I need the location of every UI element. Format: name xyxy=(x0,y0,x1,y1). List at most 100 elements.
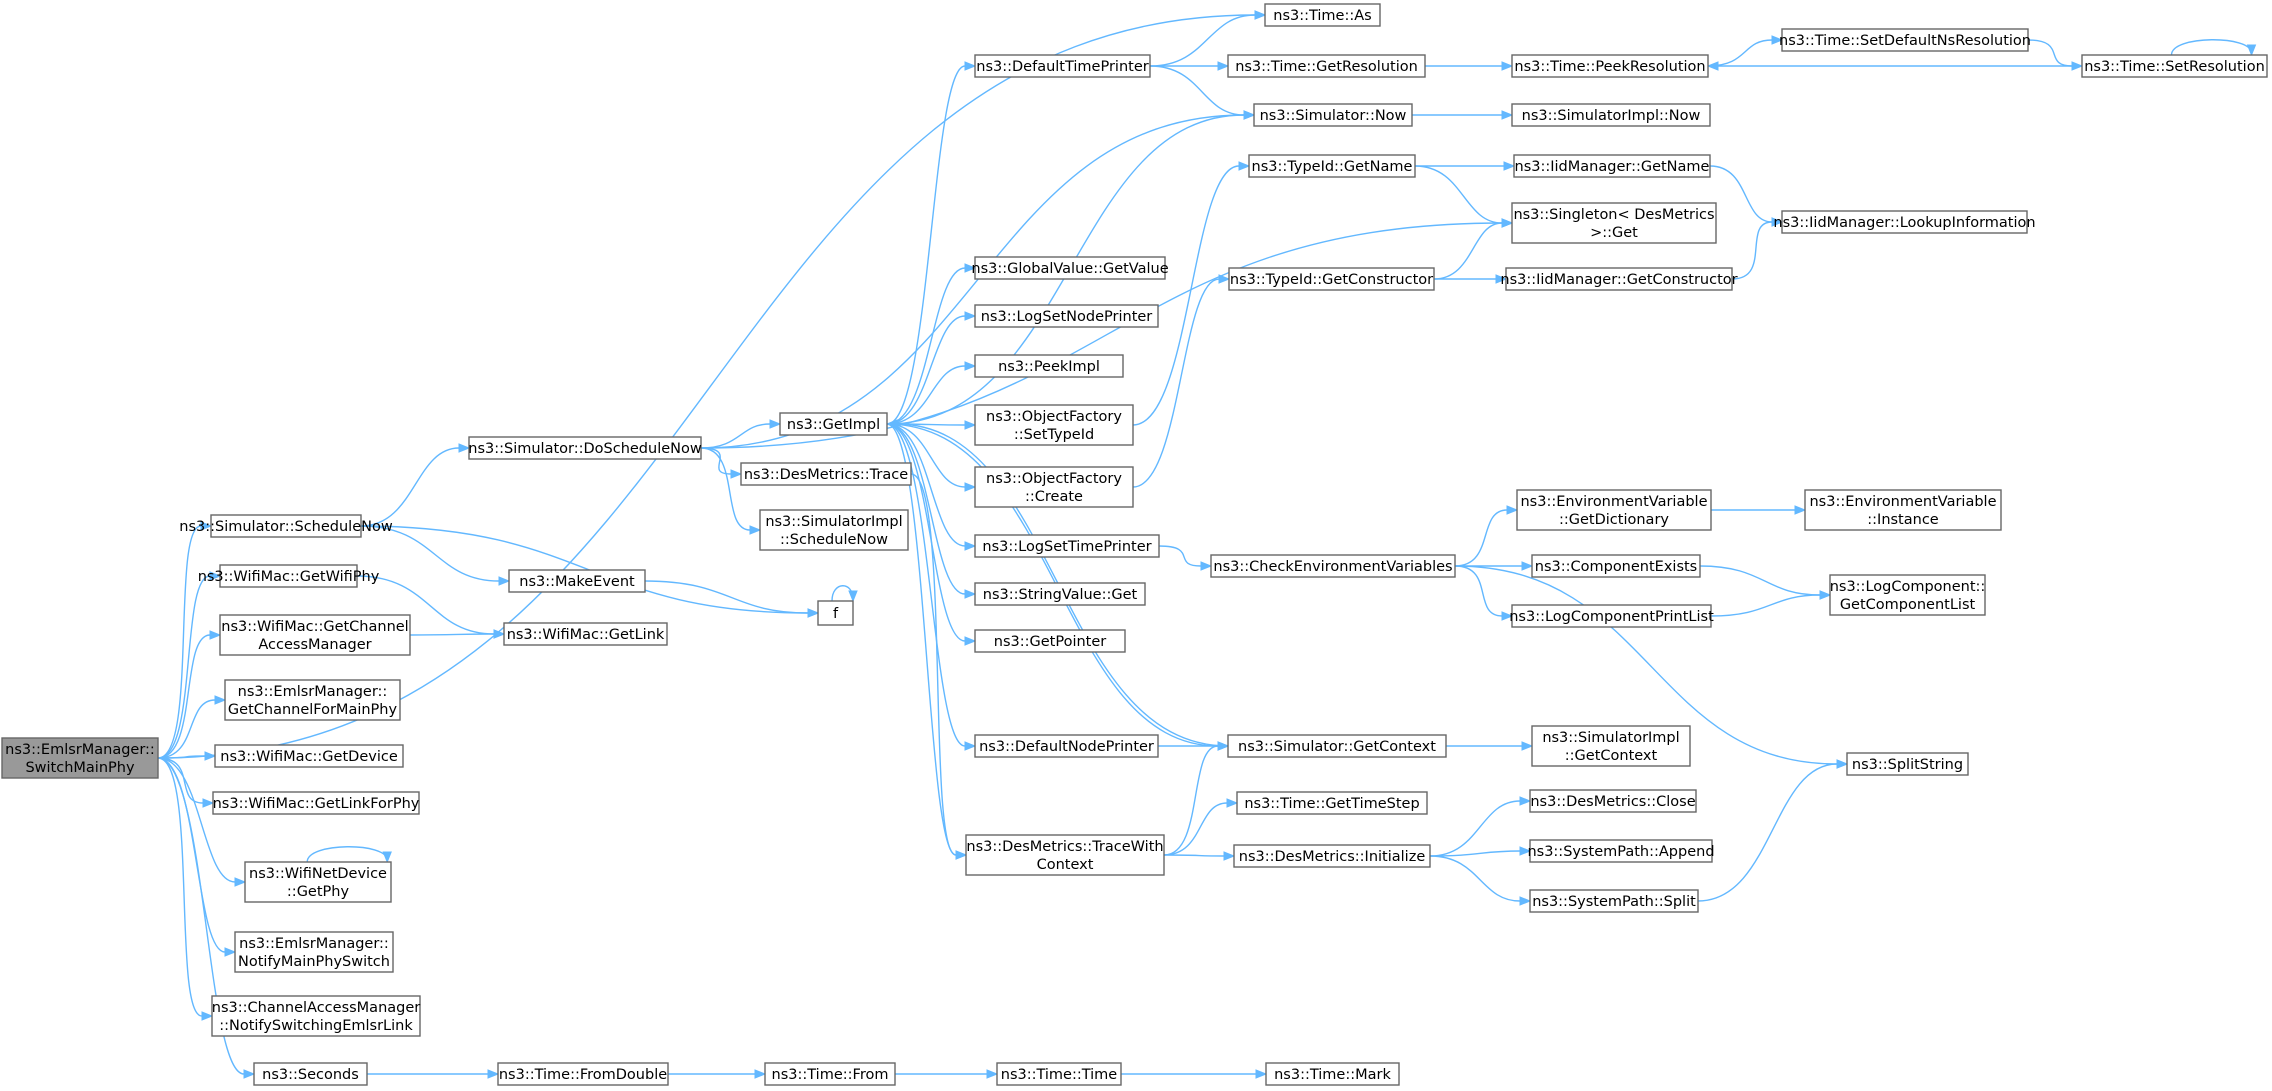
node-label: f xyxy=(833,606,839,622)
node-iidLookup[interactable]: ns3::IidManager::LookupInformation xyxy=(1773,210,2036,234)
edge-line xyxy=(644,580,809,614)
node-ofSetTypeId[interactable]: ns3::ObjectFactory::SetTypeId xyxy=(974,404,1134,446)
node-compExists[interactable]: ns3::ComponentExists xyxy=(1531,554,1701,578)
node-peekRes[interactable]: ns3::Time::PeekResolution xyxy=(1511,54,1709,78)
node-box xyxy=(1,737,159,779)
node-box xyxy=(1829,574,1986,616)
node-peekImpl[interactable]: ns3::PeekImpl xyxy=(974,354,1124,378)
edge-arrowhead xyxy=(1771,217,1784,227)
node-box xyxy=(996,1062,1122,1086)
edge-arrowhead xyxy=(964,263,977,273)
edge-arrowhead xyxy=(955,850,968,860)
node-timeMark[interactable]: ns3::Time::Mark xyxy=(1265,1062,1400,1086)
edge-line xyxy=(409,633,495,636)
node-implNow[interactable]: ns3::SimulatorImpl::Now xyxy=(1511,103,1711,127)
node-getChanMain[interactable]: ns3::EmlsrManager::GetChannelForMainPhy xyxy=(224,679,401,721)
node-label: ns3::DesMetrics::Trace xyxy=(744,467,908,483)
node-globalGetValue[interactable]: ns3::GlobalValue::GetValue xyxy=(971,256,1169,280)
edge-line xyxy=(157,757,236,883)
node-defTimePrinter[interactable]: ns3::DefaultTimePrinter xyxy=(974,54,1151,78)
node-notifyMain[interactable]: ns3::EmlsrManager::NotifyMainPhySwitch xyxy=(234,931,394,973)
node-getLinkForPhy[interactable]: ns3::WifiMac::GetLinkForPhy xyxy=(212,791,420,815)
node-implSchedNow[interactable]: ns3::SimulatorImpl::ScheduleNow xyxy=(759,509,909,551)
node-singletonGet[interactable]: ns3::Singleton< DesMetrics >::Get xyxy=(1511,202,1717,244)
edge-arrowhead xyxy=(1519,896,1532,906)
node-setRes[interactable]: ns3::Time::SetResolution xyxy=(2081,54,2268,78)
node-defNodePrinter[interactable]: ns3::DefaultNodePrinter xyxy=(974,734,1159,758)
node-box xyxy=(234,931,394,973)
edge-line xyxy=(157,755,206,759)
node-box xyxy=(974,54,1151,78)
node-box xyxy=(1529,889,1699,913)
edge-switch-to-getWifiPhy xyxy=(157,571,222,759)
node-implGetCtx[interactable]: ns3::SimulatorImpl::GetContext xyxy=(1531,725,1691,767)
node-getImpl[interactable]: ns3::GetImpl xyxy=(779,412,888,436)
node-timeAs[interactable]: ns3::Time::As xyxy=(1264,3,1381,27)
node-logCompGet[interactable]: ns3::LogComponent::GetComponentList xyxy=(1829,574,1986,616)
edge-arrowhead xyxy=(1501,110,1514,120)
node-envGetDict[interactable]: ns3::EnvironmentVariable::GetDictionary xyxy=(1516,489,1712,531)
edge-typeGetCtor-to-iidGetCtor xyxy=(1434,274,1508,284)
edge-arrowhead xyxy=(1794,505,1807,515)
node-desInit[interactable]: ns3::DesMetrics::Initialize xyxy=(1233,844,1431,868)
node-box xyxy=(974,256,1166,280)
node-box xyxy=(1210,554,1456,578)
edge-line xyxy=(1709,165,1773,223)
node-timeFrom[interactable]: ns3::Time::From xyxy=(764,1062,896,1086)
node-timeGetRes[interactable]: ns3::Time::GetResolution xyxy=(1227,54,1426,78)
node-sysSplit[interactable]: ns3::SystemPath::Split xyxy=(1529,889,1699,913)
node-schedNow[interactable]: ns3::Simulator::ScheduleNow xyxy=(179,514,393,538)
node-notifySwitching[interactable]: ns3::ChannelAccessManager::NotifySwitchi… xyxy=(211,995,421,1037)
node-logSetNode[interactable]: ns3::LogSetNodePrinter xyxy=(974,304,1159,328)
node-getDevice[interactable]: ns3::WifiMac::GetDevice xyxy=(214,744,404,768)
node-envInstance[interactable]: ns3::EnvironmentVariable::Instance xyxy=(1804,489,2002,531)
node-typeGetCtor[interactable]: ns3::TypeId::GetConstructor xyxy=(1228,267,1435,291)
node-ofCreate[interactable]: ns3::ObjectFactory::Create xyxy=(974,466,1134,508)
node-timeGetStep[interactable]: ns3::Time::GetTimeStep xyxy=(1236,791,1428,815)
edge-line xyxy=(1429,855,1521,902)
node-label: ns3::DefaultNodePrinter xyxy=(979,739,1154,755)
node-switch[interactable]: ns3::EmlsrManager::SwitchMainPhy xyxy=(1,737,159,779)
node-f[interactable]: f xyxy=(817,600,854,626)
node-getPointer[interactable]: ns3::GetPointer xyxy=(974,629,1126,653)
node-sysAppend[interactable]: ns3::SystemPath::Append xyxy=(1527,839,1715,863)
node-typeGetName[interactable]: ns3::TypeId::GetName xyxy=(1248,154,1416,178)
node-makeEvent[interactable]: ns3::MakeEvent xyxy=(508,569,646,593)
edge-switch-to-getDevice xyxy=(157,751,217,761)
node-simGetCtx[interactable]: ns3::Simulator::GetContext xyxy=(1227,734,1447,758)
edge-arrowhead xyxy=(1243,110,1256,120)
node-checkEnv[interactable]: ns3::CheckEnvironmentVariables xyxy=(1210,554,1456,578)
node-timeTime[interactable]: ns3::Time::Time xyxy=(996,1062,1122,1086)
node-getLink[interactable]: ns3::WifiMac::GetLink xyxy=(503,622,668,646)
edge-arrowhead xyxy=(202,798,215,808)
edges-layer xyxy=(157,10,2257,1079)
node-logSetTime[interactable]: ns3::LogSetTimePrinter xyxy=(974,534,1160,558)
node-setDefNs[interactable]: ns3::Time::SetDefaultNsResolution xyxy=(1779,28,2031,52)
node-logCompPrint[interactable]: ns3::LogComponentPrintList xyxy=(1509,604,1714,628)
node-label: ns3::Time::SetResolution xyxy=(2084,59,2265,75)
node-label: ns3::EnvironmentVariable xyxy=(1809,494,1996,510)
node-label: ns3::LogSetTimePrinter xyxy=(982,539,1151,555)
node-fromDouble[interactable]: ns3::Time::FromDouble xyxy=(497,1062,669,1086)
node-simNow[interactable]: ns3::Simulator::Now xyxy=(1253,103,1413,127)
edge-line xyxy=(1429,800,1521,857)
edge-arrowhead xyxy=(1238,161,1251,171)
node-box xyxy=(1236,791,1428,815)
node-iidGetCtor[interactable]: ns3::IidManager::GetConstructor xyxy=(1500,267,1738,291)
node-box xyxy=(974,404,1134,446)
edge-line xyxy=(157,757,226,953)
node-netDevGetPhy[interactable]: ns3::WifiNetDevice::GetPhy xyxy=(244,861,392,903)
node-box xyxy=(1529,839,1713,863)
node-seconds[interactable]: ns3::Seconds xyxy=(253,1062,368,1086)
edge-arrowhead xyxy=(2246,44,2257,57)
node-iidGetName[interactable]: ns3::IidManager::GetName xyxy=(1513,154,1711,178)
node-desClose[interactable]: ns3::DesMetrics::Close xyxy=(1529,789,1697,813)
node-getWifiPhy[interactable]: ns3::WifiMac::GetWifiPhy xyxy=(198,564,380,588)
edge-defTimePrinter-to-simNow xyxy=(1149,65,1256,120)
node-splitString[interactable]: ns3::SplitString xyxy=(1846,752,1969,776)
node-strGet[interactable]: ns3::StringValue::Get xyxy=(974,582,1146,606)
node-desTrace[interactable]: ns3::DesMetrics::Trace xyxy=(740,462,912,486)
node-doSched[interactable]: ns3::Simulator::DoScheduleNow xyxy=(468,436,702,460)
